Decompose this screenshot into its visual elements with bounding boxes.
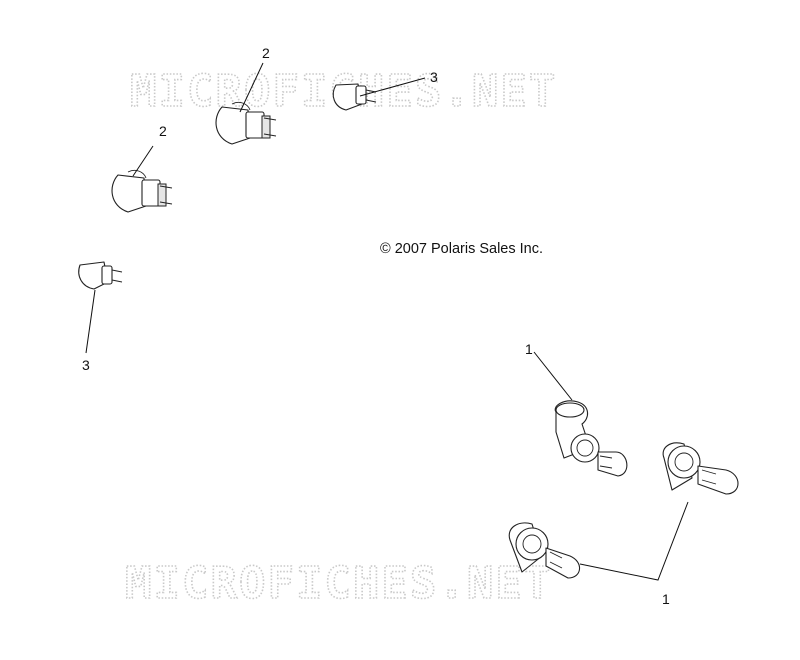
leader-bulb-3-upper <box>359 77 426 97</box>
callout-bulb-3-lower: 3 <box>82 357 90 373</box>
headlamp-bulb-1-lower <box>508 522 581 579</box>
copyright-notice: © 2007 Polaris Sales Inc. <box>380 241 543 257</box>
leader-bulb-2-lower <box>132 145 154 177</box>
leader-bulb-3-lower <box>85 289 96 354</box>
wedge-bulb-2-upper <box>215 101 277 145</box>
headlamp-bulb-1-upper <box>554 400 628 477</box>
watermark-bottom: MICROFICHES.NET <box>125 558 552 609</box>
callout-bulb-2-lower: 2 <box>159 123 167 139</box>
leader-headlamp-1-lower <box>579 501 689 581</box>
leader-headlamp-1-upper <box>533 351 573 401</box>
small-bulb-3-upper <box>332 83 377 111</box>
headlamp-bulb-1-right <box>662 442 739 495</box>
callout-headlamp-1-upper: 1 <box>525 341 533 357</box>
callout-headlamp-1-lower: 1 <box>662 591 670 607</box>
small-bulb-3-lower <box>78 261 123 290</box>
callout-bulb-2-upper: 2 <box>262 45 270 61</box>
callout-bulb-3-upper: 3 <box>430 69 438 85</box>
leader-bulb-2-upper <box>239 62 264 113</box>
wedge-bulb-2-lower <box>111 169 173 213</box>
